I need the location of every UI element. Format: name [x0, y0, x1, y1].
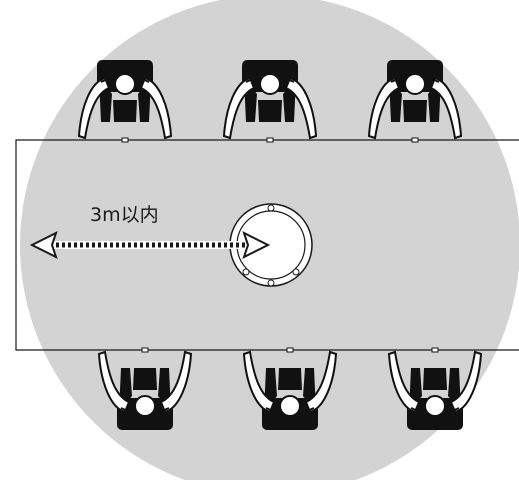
speakerphone-icon	[229, 203, 313, 287]
range-label: 3m以内	[90, 204, 159, 226]
double-arrow-icon	[29, 231, 271, 259]
